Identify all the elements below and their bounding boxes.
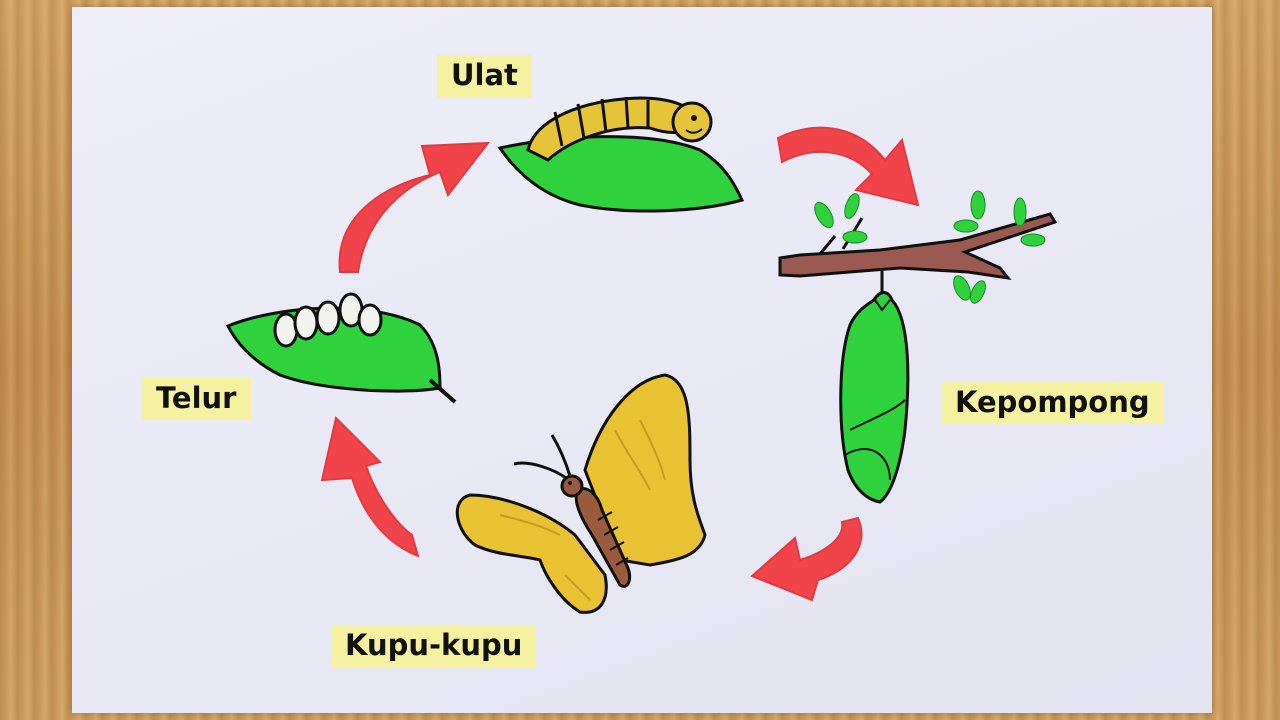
butterfly-icon [455,373,707,614]
stage-label-kepompong: Kepompong [941,382,1164,424]
egg-leaf-icon [225,292,457,404]
stage-label-kupu-kupu: Kupu-kupu [331,625,537,667]
pupa-icon [778,190,1058,504]
stage-label-ulat: Ulat [437,55,532,97]
stage-label-telur: Telur [142,378,251,420]
arrow-ulat-to-kepompong [776,126,920,207]
arrow-kupu-to-telur [320,416,420,558]
arrow-telur-to-ulat [338,141,491,273]
caterpillar-icon [497,96,745,213]
arrow-kepompong-to-kupu [750,516,863,602]
